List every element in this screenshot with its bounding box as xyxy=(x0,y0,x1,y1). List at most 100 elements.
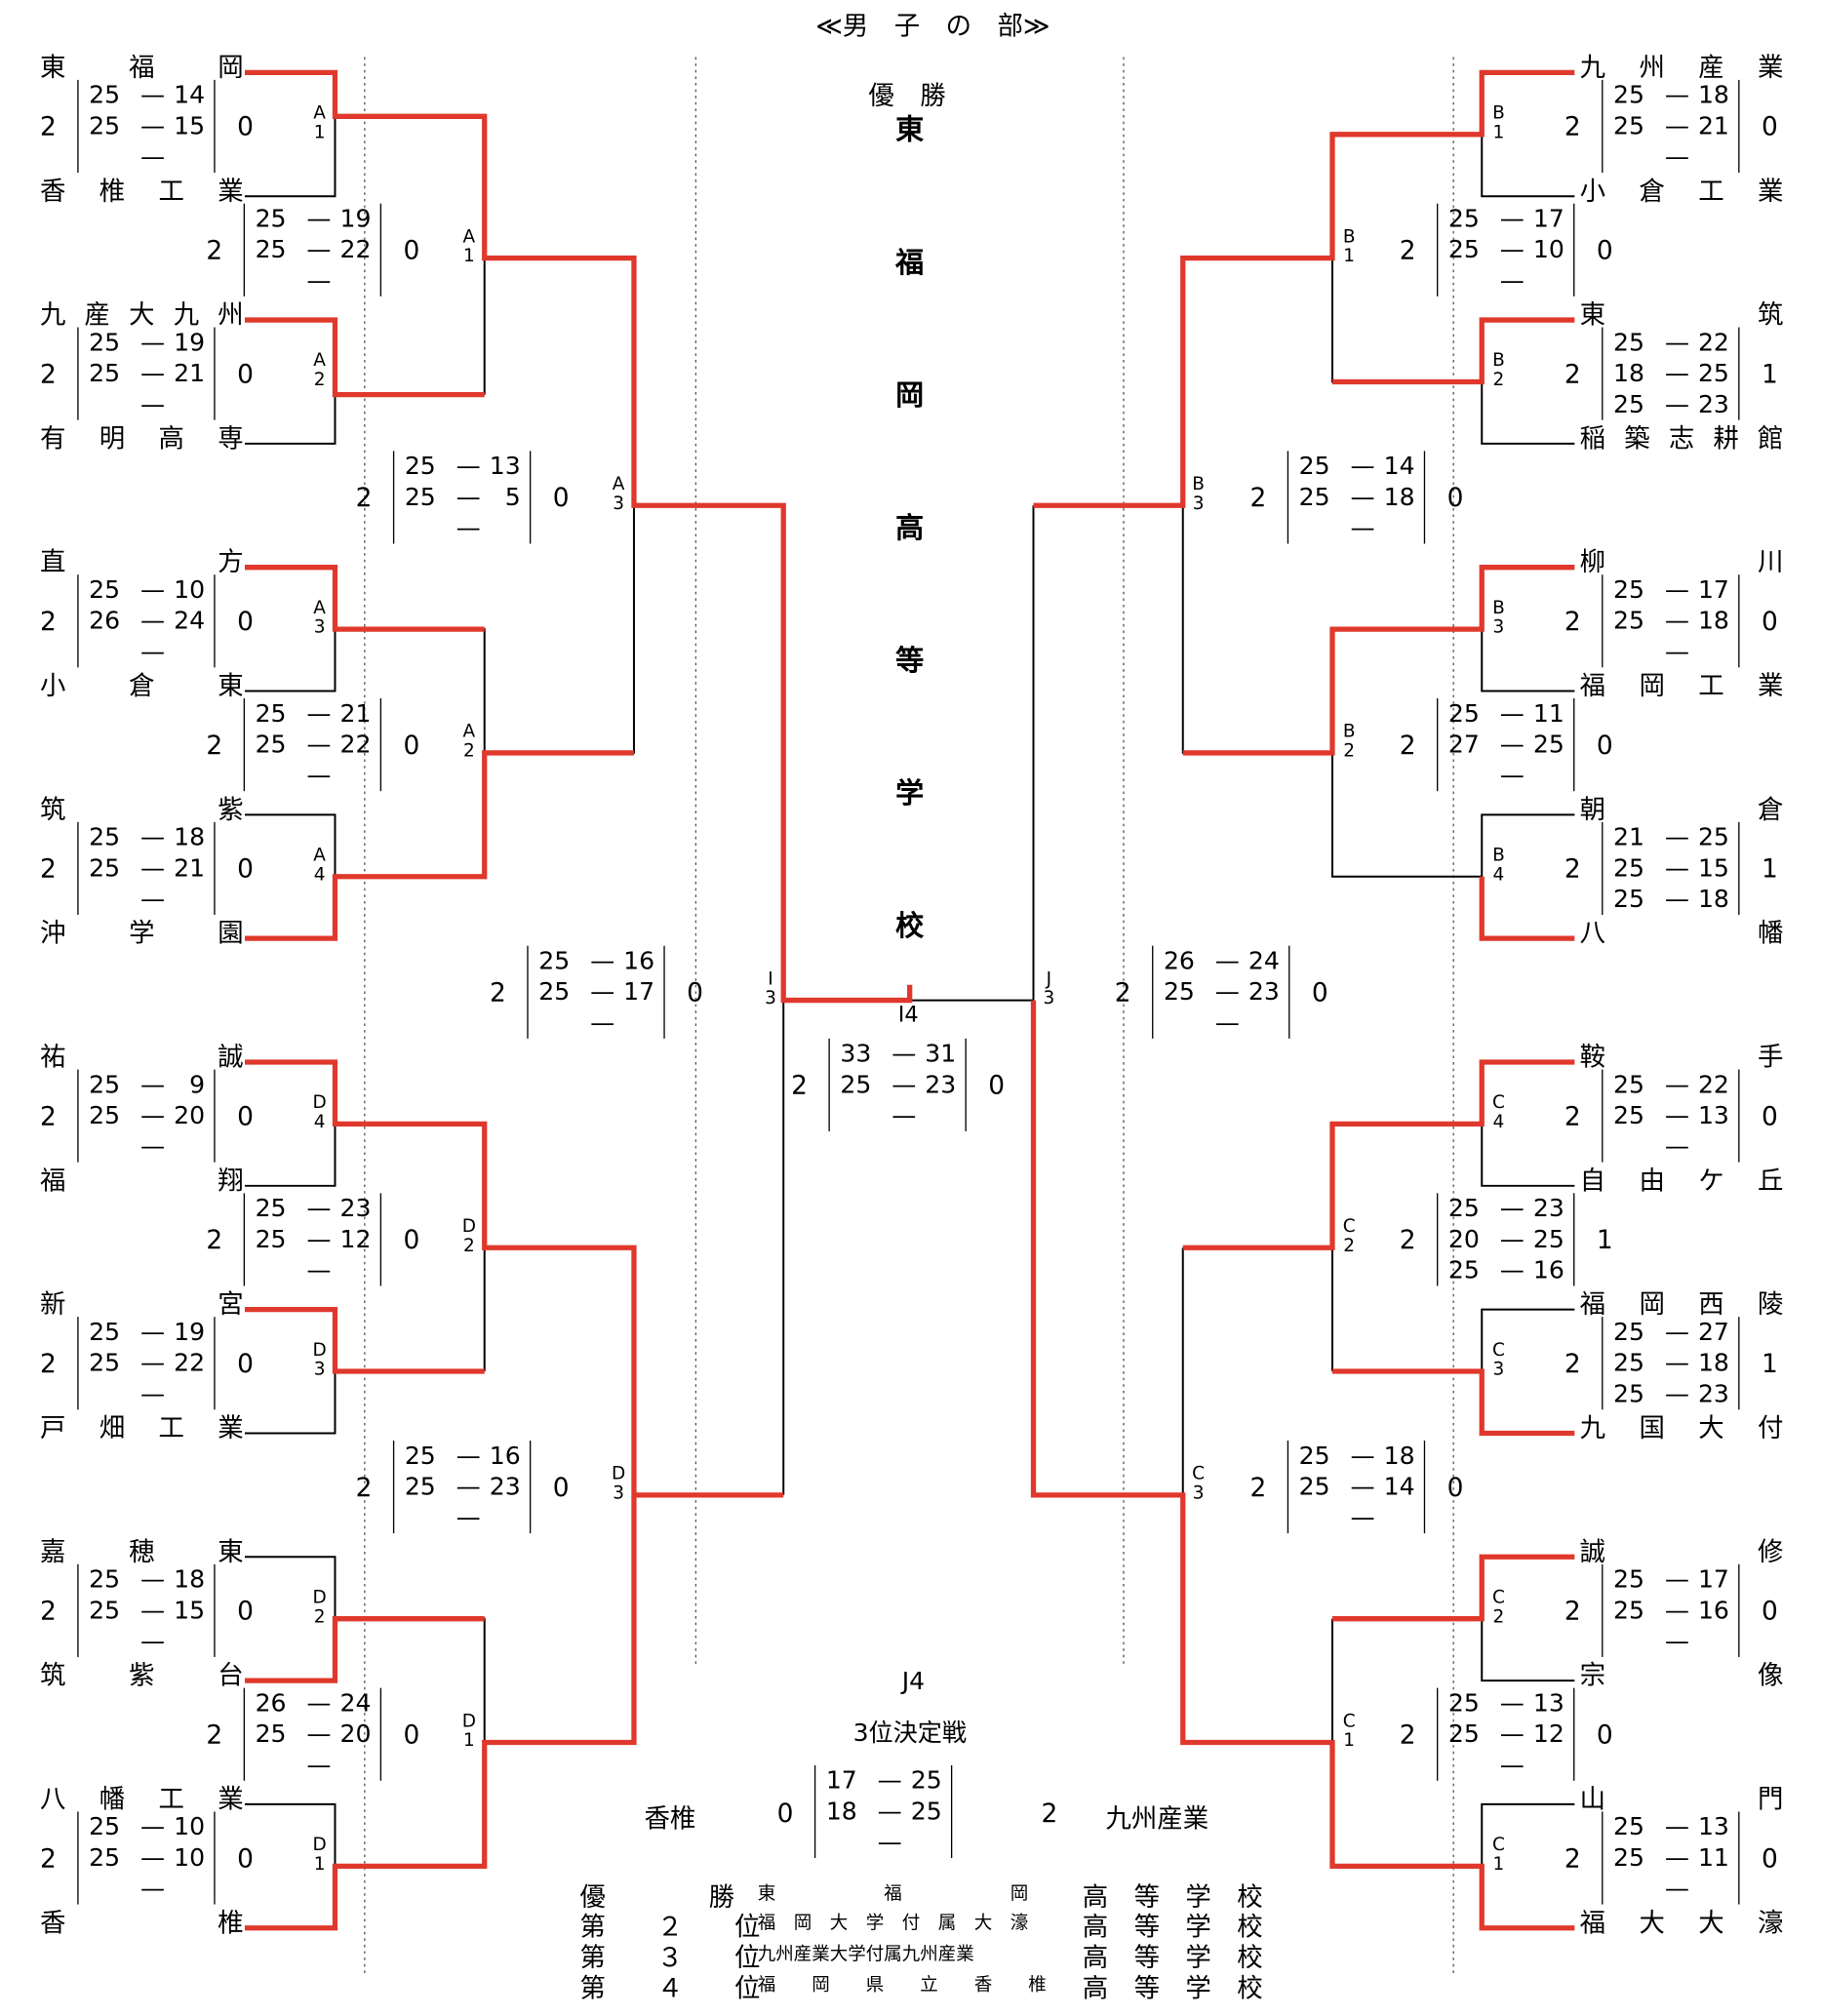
right-team-name: 九国大付 xyxy=(1580,1413,1784,1442)
team-name-char: 福 xyxy=(1579,1288,1606,1320)
set-score-a: 25 xyxy=(89,328,121,357)
set-score-a: 25 xyxy=(255,1720,287,1749)
set-score-a: 18 xyxy=(1613,359,1644,388)
set-dash: — xyxy=(1499,761,1525,790)
set-dash: — xyxy=(1499,1225,1525,1254)
set-score-a: 25 xyxy=(1613,1349,1644,1378)
team-name-char: 工 xyxy=(1698,669,1724,701)
third-place-left-sets: 0 xyxy=(776,1797,794,1829)
team-name-char: 沖 xyxy=(39,917,66,949)
match-label-char: A xyxy=(313,350,326,372)
set-score-b: 20 xyxy=(339,1720,372,1749)
set-dash: — xyxy=(1664,575,1689,605)
team-name-char: 像 xyxy=(1757,1659,1784,1691)
set-score-a: 25 xyxy=(255,731,287,760)
team-name-char: 岡 xyxy=(218,51,244,83)
match-label-char: 3 xyxy=(1043,988,1055,1009)
sets-lost: 0 xyxy=(237,1347,254,1379)
set-dash: — xyxy=(139,607,166,636)
score-divider-left xyxy=(1602,574,1604,668)
sets-won: 2 xyxy=(355,1471,373,1503)
set-score-a: 25 xyxy=(1613,1843,1644,1873)
team-name-char: 直 xyxy=(39,546,66,577)
match-label-char: 1 xyxy=(1343,1730,1356,1752)
set-score-b: 10 xyxy=(174,1843,206,1873)
set-score-a: 25 xyxy=(1613,607,1644,636)
set-dash: — xyxy=(306,235,332,264)
set-dash: — xyxy=(139,142,166,172)
score-divider-right xyxy=(379,1687,382,1781)
set-dash: — xyxy=(139,328,166,357)
team-name-char: 椎 xyxy=(99,175,126,207)
set-score-b: 18 xyxy=(174,1565,206,1595)
match-label-char: D xyxy=(312,1587,327,1608)
sets-won: 2 xyxy=(490,976,506,1008)
set-score-a: 25 xyxy=(404,1473,436,1502)
third-place-right-sets: 2 xyxy=(1041,1797,1058,1829)
result-suffix: 高 等 学 校 xyxy=(1082,1972,1263,2004)
team-name-char: 筑 xyxy=(39,1659,66,1691)
match-label-char: A xyxy=(462,721,476,742)
set-score-b: 9 xyxy=(189,1070,206,1099)
set-score-b: 25 xyxy=(1697,823,1729,852)
team-name-char: 工 xyxy=(158,1783,184,1815)
team-name-char: 紫 xyxy=(129,1659,155,1691)
set-score-a: 25 xyxy=(89,111,121,140)
score-divider-right xyxy=(1573,698,1575,792)
set-score-b: 15 xyxy=(1697,853,1729,883)
score-divider-left xyxy=(1602,821,1604,915)
score-divider-left xyxy=(392,1440,395,1534)
left-team-name: 嘉穂東 xyxy=(40,1537,244,1565)
team-name-char: 西 xyxy=(1698,1288,1724,1320)
score-divider-right xyxy=(1738,79,1740,174)
set-score-a: 25 xyxy=(1613,1812,1644,1841)
score-divider-left xyxy=(77,821,79,915)
match-label-char: B xyxy=(1342,721,1356,742)
set-dash: — xyxy=(1664,1596,1689,1625)
team-name-char: 福 xyxy=(1579,1907,1606,1938)
set-score-a: 25 xyxy=(89,1070,121,1099)
set-score-b: 10 xyxy=(174,575,206,605)
set-score-a: 21 xyxy=(1613,823,1644,852)
left-team-name: 戸畑工業 xyxy=(40,1413,244,1442)
set-score-a: 25 xyxy=(1163,977,1195,1007)
set-dash: — xyxy=(456,1473,481,1502)
sets-lost: 0 xyxy=(1596,729,1613,761)
score-divider-left xyxy=(1602,1811,1604,1905)
set-score-b: 18 xyxy=(1697,81,1729,110)
set-dash: — xyxy=(456,483,481,512)
champion-char: 東 xyxy=(895,114,925,147)
left-team-name: 九産大九州 xyxy=(40,300,244,329)
set-dash: — xyxy=(139,853,166,883)
team-name-char: 八 xyxy=(1579,917,1606,949)
match-label-char: C xyxy=(1192,1463,1206,1484)
set-dash: — xyxy=(1350,452,1375,481)
match-label-char: 3 xyxy=(313,616,326,638)
team-name-char: 鞍 xyxy=(1579,1041,1606,1073)
set-dash: — xyxy=(590,977,615,1007)
set-score-b: 24 xyxy=(1248,947,1280,976)
set-dash: — xyxy=(1499,1256,1525,1285)
match-label-char: D xyxy=(612,1463,626,1484)
team-name-char: 東 xyxy=(39,51,66,83)
set-score-b: 15 xyxy=(174,111,206,140)
team-name-char: 業 xyxy=(1757,51,1784,83)
right-team-name: 小倉工業 xyxy=(1580,177,1784,205)
set-score-a: 25 xyxy=(1447,235,1480,264)
set-score-b: 23 xyxy=(1697,390,1729,419)
score-divider-left xyxy=(77,1069,79,1163)
right-team-name: 自由ケ丘 xyxy=(1580,1166,1784,1195)
score-divider-right xyxy=(214,327,216,420)
champion-label: 優 勝 xyxy=(868,79,946,111)
match-label-char: I xyxy=(768,968,773,990)
set-score-a: 25 xyxy=(538,947,571,976)
set-score-b: 14 xyxy=(1383,1473,1415,1502)
champion-char: 校 xyxy=(895,911,925,944)
team-name-char: 朝 xyxy=(1579,793,1606,825)
sets-lost: 0 xyxy=(237,358,254,389)
team-name-char: 由 xyxy=(1639,1165,1665,1196)
set-score-a: 25 xyxy=(1447,1256,1480,1285)
